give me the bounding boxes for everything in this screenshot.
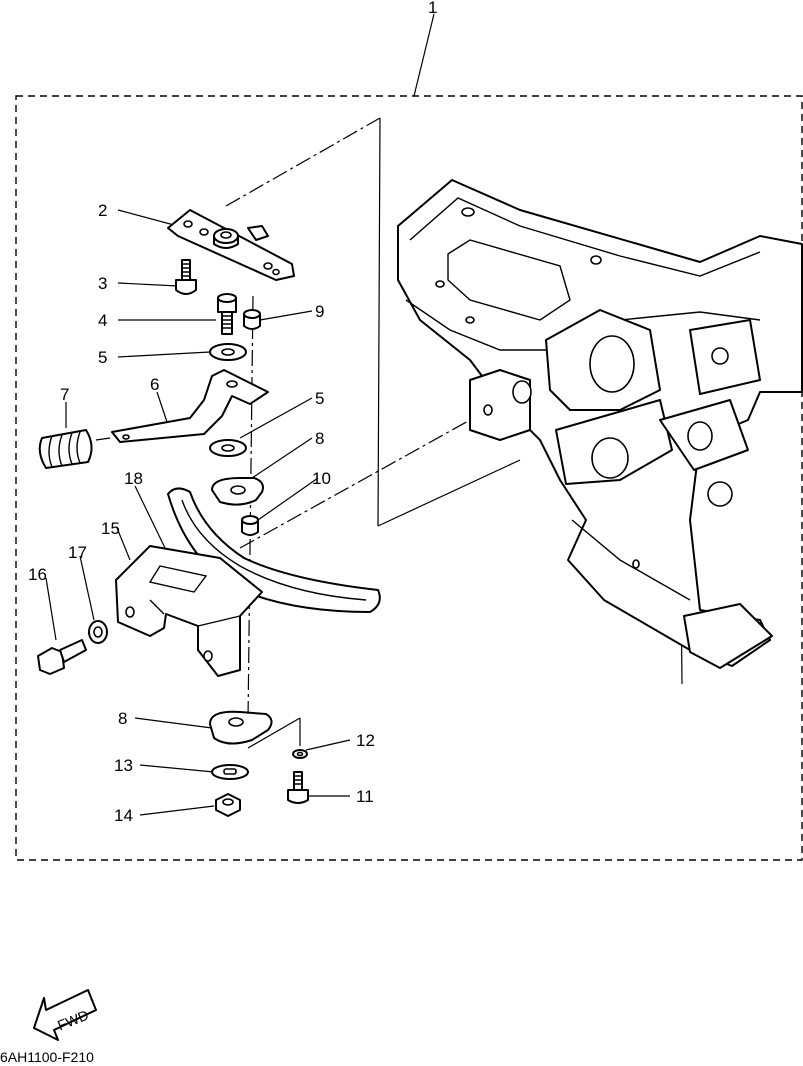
part-15-bracket [115, 545, 263, 677]
callout-1: 1 [428, 0, 437, 17]
callout-14: 14 [114, 806, 133, 825]
callout-18: 18 [124, 469, 143, 488]
part-5-washer-lower [209, 439, 247, 457]
callout-labels: 1 2 3 4 5 5 6 7 8 8 9 10 11 12 13 14 15 … [28, 0, 437, 825]
callout-5b: 5 [315, 389, 324, 408]
fwd-direction-arrow [33, 989, 97, 1041]
part-8-cam-lower [209, 710, 273, 745]
part-10-collar [241, 515, 259, 536]
callout-7: 7 [60, 385, 69, 404]
part-12-washer [292, 749, 308, 759]
part-16-bolt [37, 639, 87, 675]
part-14-nut [215, 793, 241, 817]
part-17-washer [88, 620, 108, 644]
callout-15: 15 [101, 519, 120, 538]
part-13-washer [211, 764, 249, 780]
callout-11: 11 [356, 787, 374, 806]
callout-6: 6 [150, 375, 159, 394]
callout-3: 3 [98, 274, 107, 293]
callout-5a: 5 [98, 348, 107, 367]
callout-16: 16 [28, 565, 47, 584]
part-11-screw [287, 771, 309, 804]
part-2-plate [167, 209, 295, 281]
assembly-boundary [15, 95, 803, 861]
callout-10: 10 [312, 469, 331, 488]
part-6-lever [111, 369, 269, 443]
engine-bracket-outline [397, 179, 803, 669]
callout-4: 4 [98, 311, 107, 330]
part-8-cam-upper [211, 477, 264, 506]
drawing-code: 6AH1100-F210 [0, 1049, 94, 1065]
callout-9: 9 [315, 302, 324, 321]
callout-8b: 8 [118, 709, 127, 728]
part-5-washer-upper [209, 343, 247, 361]
part-7-grip [38, 429, 93, 469]
part-9-collar [243, 309, 261, 330]
part-4-collar-bolt [217, 293, 237, 335]
callout-12: 12 [356, 731, 375, 750]
callout-2: 2 [98, 201, 107, 220]
leader-lines [45, 13, 435, 816]
callout-13: 13 [114, 756, 133, 775]
callout-17: 17 [68, 543, 87, 562]
part-3-bolt [175, 259, 197, 295]
callout-8a: 8 [315, 429, 324, 448]
